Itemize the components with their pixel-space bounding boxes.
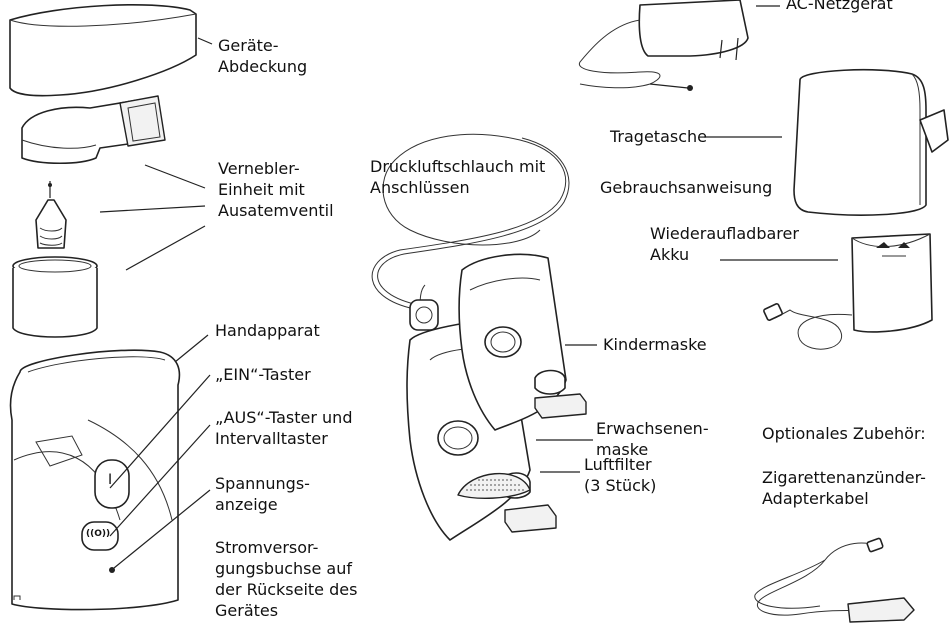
label-socket-line2: gungsbuchse auf (215, 558, 357, 579)
label-hose-line2: Anschlüssen (370, 177, 545, 198)
label-power-line1: Spannungs- (215, 473, 310, 494)
label-instructions: Gebrauchsanweisung (600, 177, 772, 198)
label-air-filter: Luftfilter (3 Stück) (584, 454, 656, 496)
label-nebulizer-line2: Einheit mit (218, 179, 334, 200)
label-pressure-hose: Druckluftschlauch mit Anschlüssen (370, 156, 545, 198)
ac-adapter-drawing (579, 0, 780, 91)
label-child-mask: Kindermaske (603, 334, 707, 355)
label-ac-adapter: AC-Netzgerät (786, 0, 893, 14)
label-carry-bag: Tragetasche (610, 126, 707, 147)
label-power-socket: Stromversor- gungsbuchse auf der Rücksei… (215, 537, 357, 621)
label-off-line2: Intervalltaster (215, 428, 352, 449)
nebulizer-cup-drawing (13, 257, 97, 337)
cigarette-adapter-drawing (755, 538, 914, 622)
main-device-drawing (10, 350, 179, 609)
device-off-button-glyph: ((O)) (86, 529, 110, 539)
label-socket-line3: der Rückseite des (215, 579, 357, 600)
label-filter-line1: Luftfilter (584, 454, 656, 475)
label-device-cover-line2: Abdeckung (218, 56, 307, 77)
label-off-interval-button: „AUS“-Taster und Intervalltaster (215, 407, 352, 449)
label-power-line2: anzeige (215, 494, 310, 515)
device-cover-drawing (10, 5, 196, 96)
label-optional-accessories: Optionales Zubehör: (762, 423, 926, 444)
nebulizer-nozzle-drawing (36, 181, 66, 248)
label-power-indicator: Spannungs- anzeige (215, 473, 310, 515)
child-mask-drawing (459, 254, 597, 430)
label-hand-unit: Handapparat (215, 320, 320, 341)
label-cigarette-line2: Adapterkabel (762, 488, 926, 509)
label-battery: Wiederaufladbarer Akku (650, 223, 799, 265)
label-battery-line1: Wiederaufladbarer (650, 223, 799, 244)
device-on-button-glyph: I (108, 472, 112, 488)
label-battery-line2: Akku (650, 244, 799, 265)
label-device-cover-line1: Geräte- (218, 35, 307, 56)
label-socket-line1: Stromversor- (215, 537, 357, 558)
label-cigarette-line1: Zigarettenanzünder- (762, 467, 926, 488)
label-off-line1: „AUS“-Taster und (215, 407, 352, 428)
label-socket-line4: Gerätes (215, 600, 357, 621)
label-cigarette-adapter: Zigarettenanzünder- Adapterkabel (762, 467, 926, 509)
label-nebulizer-line3: Ausatemventil (218, 200, 334, 221)
label-hose-line1: Druckluftschlauch mit (370, 156, 545, 177)
label-nebulizer-line1: Vernebler- (218, 158, 334, 179)
label-filter-line2: (3 Stück) (584, 475, 656, 496)
label-on-button: „EIN“-Taster (215, 364, 311, 385)
label-device-cover: Geräte- Abdeckung (218, 35, 307, 77)
label-adult-mask-line1: Erwachsenen- (596, 418, 709, 439)
label-nebulizer-unit: Vernebler- Einheit mit Ausatemventil (218, 158, 334, 221)
nebulizer-head-drawing (22, 96, 165, 163)
